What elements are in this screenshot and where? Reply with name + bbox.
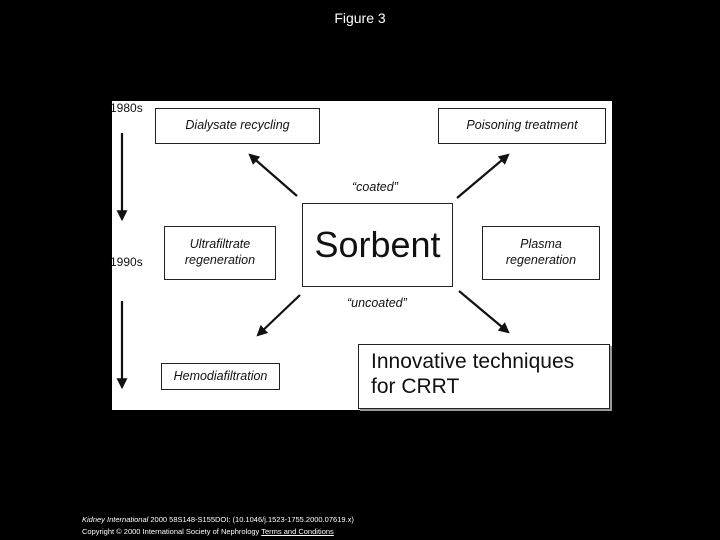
uncoated-label: “uncoated”	[347, 296, 407, 310]
sorbent-label: Sorbent	[314, 224, 441, 265]
copyright-line: Copyright © 2000 International Society o…	[82, 527, 334, 536]
figure-title: Figure 3	[334, 10, 386, 26]
poisoning-treatment-box: Poisoning treatment	[438, 108, 606, 144]
poisoning-treatment-label: Poisoning treatment	[466, 118, 578, 133]
arrows-layer	[116, 133, 510, 390]
arrow-to-dialysate	[248, 153, 298, 197]
plasma-regeneration-box: Plasma regeneration	[482, 226, 600, 280]
journal-name: Kidney International	[82, 515, 149, 524]
diagram-panel: 1980s 1990s Dialysate recycling Poisonin…	[110, 101, 612, 410]
hemodiafiltration-label: Hemodiafiltration	[173, 368, 268, 383]
innovative-techniques-box: Innovative techniques for CRRT	[358, 344, 610, 409]
arrow-to-innovative	[458, 290, 510, 334]
citation-line: Kidney International 2000 58S148-S155DOI…	[82, 515, 354, 524]
decade-1980s: 1980s	[110, 101, 143, 115]
dialysate-recycling-box: Dialysate recycling	[155, 108, 320, 144]
arrow-to-poisoning	[456, 153, 510, 199]
ultrafiltrate-line2: regeneration	[184, 253, 256, 267]
plasma-line1: Plasma	[520, 237, 562, 252]
innovative-line1: Innovative techniques	[371, 350, 575, 373]
sorbent-box: Sorbent	[302, 203, 453, 287]
arrow-to-hemodiafiltration	[256, 294, 301, 337]
ultrafiltrate-regeneration-box: Ultrafiltrate regeneration	[164, 226, 276, 280]
innovative-line2: for CRRT	[371, 375, 460, 399]
copyright-text: Copyright © 2000 International Society o…	[82, 527, 262, 536]
decade-1990s: 1990s	[110, 255, 143, 269]
ultrafiltrate-line1: Ultrafiltrate	[189, 237, 251, 252]
citation-text: 2000 58S148-S155DOI: (10.1046/j.1523-175…	[148, 515, 354, 524]
plasma-line2: regeneration	[505, 253, 577, 267]
hemodiafiltration-box: Hemodiafiltration	[161, 363, 280, 390]
dialysate-recycling-label: Dialysate recycling	[185, 118, 290, 133]
coated-label: “coated”	[352, 180, 398, 194]
terms-link[interactable]: Terms and Conditions	[261, 527, 334, 536]
